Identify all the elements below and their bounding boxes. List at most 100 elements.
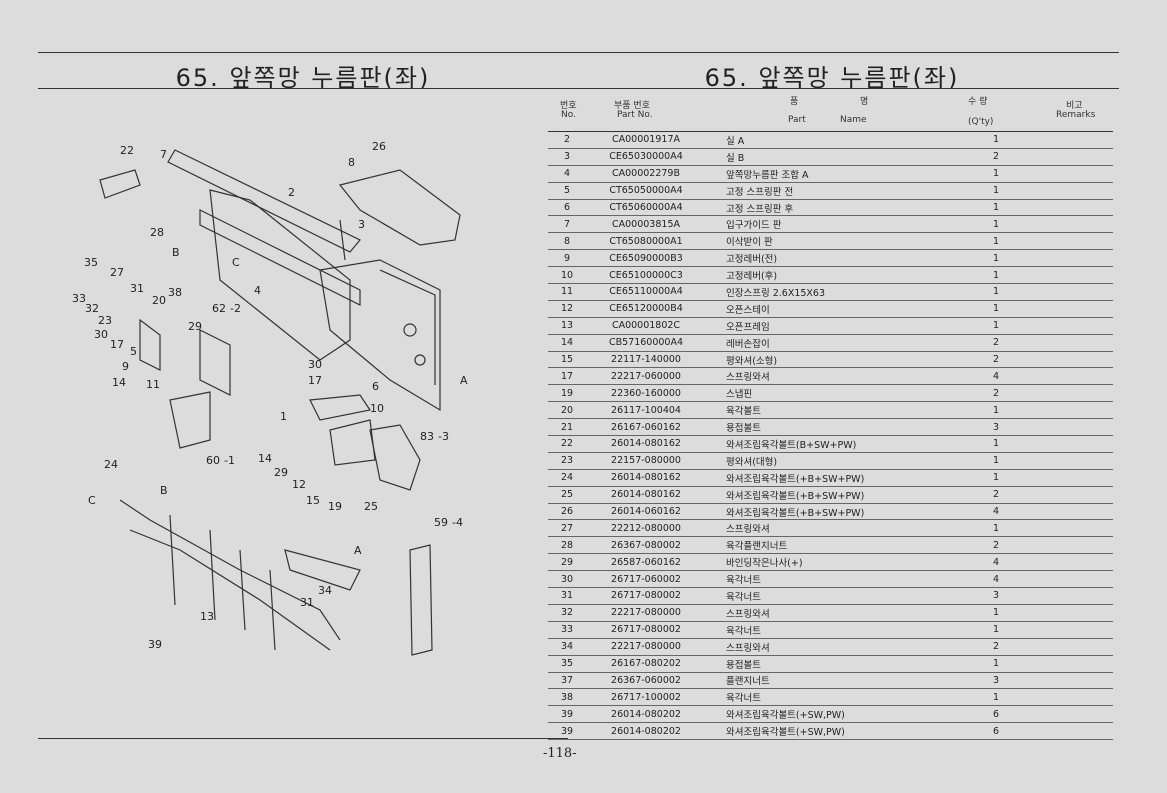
cell-remarks (1026, 587, 1113, 605)
cell-name: 인장스프링 2.6X15X63 (706, 283, 966, 301)
cell-remarks (1026, 486, 1113, 504)
cell-qty: 2 (966, 334, 1026, 352)
callout-C: C (232, 256, 240, 269)
cell-qty: 4 (966, 553, 1026, 572)
cell-remarks (1026, 249, 1113, 268)
callout-1: 1 (280, 410, 287, 423)
cell-remarks (1026, 672, 1113, 690)
left-page: 65. 앞쪽망 누름판(좌) (0, 0, 583, 793)
cell-no: 33 (548, 621, 586, 639)
cell-no: 22 (548, 435, 586, 453)
cell-qty: 2 (966, 384, 1026, 403)
cell-no: 10 (548, 266, 586, 285)
cell-no: 29 (548, 553, 586, 572)
callout-33: 33 (72, 292, 86, 305)
cell-remarks (1026, 165, 1113, 183)
callout-14b: 14 (258, 452, 272, 465)
cell-pn: 26014-080162 (586, 486, 706, 504)
header-qty-ko: 수 량 (968, 97, 988, 107)
cell-pn: 26717-100002 (586, 688, 706, 707)
exploded-parts-diagram: 22 7 26 8 2 3 28 B C 35 27 4 33 32 38 31… (72, 140, 468, 656)
cell-no: 27 (548, 519, 586, 538)
cell-remarks (1026, 536, 1113, 555)
header-rem-en: Remarks (1056, 110, 1096, 120)
cell-name: 고정레버(전) (706, 249, 966, 268)
cell-no: 17 (548, 367, 586, 386)
callout-7: 7 (160, 148, 167, 161)
cell-name: 스냅핀 (706, 384, 966, 403)
cell-name: 스프링와셔 (706, 604, 966, 622)
cell-name: 와셔조립육각볼트(+B+SW+PW) (706, 486, 966, 504)
cell-name: 용접볼트 (706, 655, 966, 673)
cell-name: 스프링와셔 (706, 638, 966, 656)
callout-30: 30 (94, 328, 108, 341)
callout-29b: 29 (274, 466, 288, 479)
cell-qty: 1 (966, 283, 1026, 301)
cell-pn: CE65110000A4 (586, 283, 706, 301)
cell-pn: 26014-060162 (586, 503, 706, 521)
cell-qty: 1 (966, 452, 1026, 470)
cell-qty: 1 (966, 317, 1026, 335)
cell-remarks (1026, 722, 1113, 741)
cell-no: 32 (548, 604, 586, 622)
cell-qty: 1 (966, 688, 1026, 707)
cell-remarks (1026, 232, 1113, 251)
cell-no: 3 (548, 148, 586, 166)
cell-qty: 1 (966, 519, 1026, 538)
cell-name: 실 A (706, 132, 966, 149)
cell-name: 용접볼트 (706, 418, 966, 437)
callout-4: 4 (254, 284, 261, 297)
cell-no: 23 (548, 452, 586, 470)
cell-no: 26 (548, 503, 586, 521)
cell-pn: CA00003815A (586, 215, 706, 234)
cell-name: 와셔조립육각볼트(+SW,PW) (706, 705, 966, 724)
cell-qty: 4 (966, 367, 1026, 386)
cell-pn: CB57160000A4 (586, 334, 706, 352)
callout-35: 35 (84, 256, 98, 269)
cell-qty: 1 (966, 300, 1026, 318)
cell-pn: CE65090000B3 (586, 249, 706, 268)
left-bottom-rule (38, 738, 568, 739)
cell-name: 와셔조립육각볼트(B+SW+PW) (706, 435, 966, 453)
cell-name: 앞쪽망누름판 조합 A (706, 165, 966, 183)
callout-12: 12 (292, 478, 306, 491)
callout-60: 60 (206, 454, 220, 467)
header-name-en-1: Part (788, 115, 806, 125)
cell-name: 이삭받이 판 (706, 232, 966, 251)
cell-name: 플랜지너트 (706, 672, 966, 690)
cell-remarks (1026, 418, 1113, 437)
callout-31b: 31 (300, 596, 314, 609)
cell-pn: CT65060000A4 (586, 199, 706, 217)
cell-name: 고정 스프링판 전 (706, 182, 966, 200)
cell-pn: 22217-060000 (586, 367, 706, 386)
cell-no: 30 (548, 570, 586, 589)
cell-qty: 1 (966, 232, 1026, 251)
callout-19: 19 (328, 500, 342, 513)
header-name-en-2: Name (840, 115, 867, 125)
callout-38: 38 (168, 286, 182, 299)
cell-remarks (1026, 638, 1113, 656)
cell-pn: 26117-100404 (586, 401, 706, 420)
callout-B-lower: B (160, 484, 168, 497)
cell-name: 와셔조립육각볼트(+B+SW+PW) (706, 503, 966, 521)
cell-remarks (1026, 384, 1113, 403)
cell-name: 오픈스테이 (706, 300, 966, 318)
cell-no: 7 (548, 215, 586, 234)
callout-24: 24 (104, 458, 118, 471)
cell-qty: 2 (966, 351, 1026, 369)
cell-name: 육각너트 (706, 570, 966, 589)
